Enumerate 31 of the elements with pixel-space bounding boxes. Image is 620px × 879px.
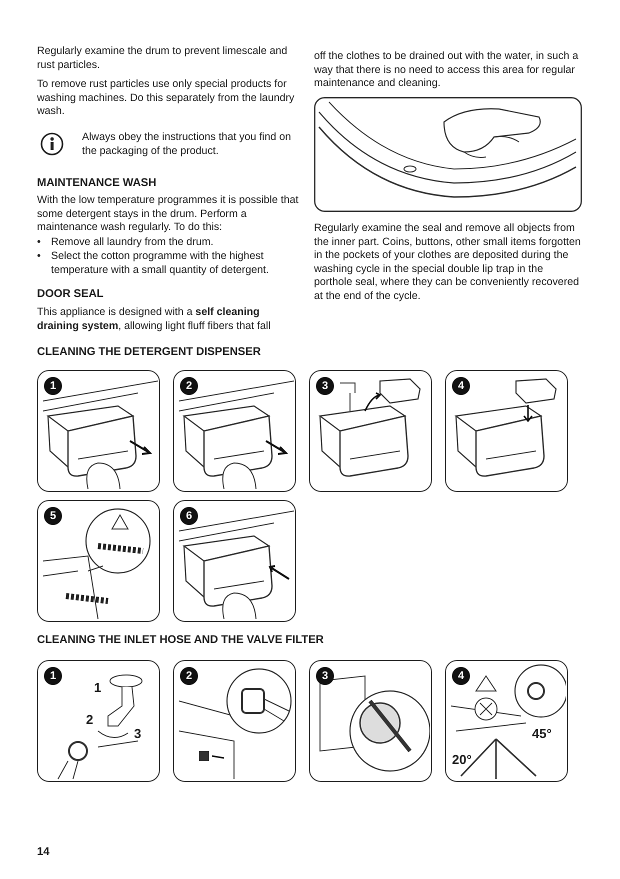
step-number: 4 xyxy=(452,667,470,685)
bullet-marker: • xyxy=(37,250,42,264)
note-text: Always obey the instructions that you find on the packaging of the product. xyxy=(82,131,292,158)
page-number: 14 xyxy=(37,846,50,860)
bullet-item: Remove all laundry from the drum. xyxy=(51,236,215,250)
callout-number: 2 xyxy=(86,713,94,727)
step-number: 2 xyxy=(180,377,198,395)
step-number: 6 xyxy=(180,507,198,525)
section-heading: DOOR SEAL xyxy=(37,288,105,302)
bullet-item: Select the cotton programme with the highest temperature with a small quantity of detergent. xyxy=(51,250,270,278)
body-text: To remove rust particles use only special products for washing machines. Do this separately from the laundry wash. xyxy=(37,78,296,119)
step-number: 3 xyxy=(316,377,334,395)
body-text: With the low temperature programmes it is possible that some detergent stays in the drum. Perform a maintenance wash regularly. To do this: xyxy=(37,194,300,235)
step-number: 2 xyxy=(180,667,198,685)
step-number: 4 xyxy=(452,377,470,395)
step-number: 1 xyxy=(44,377,62,395)
callout-number: 1 xyxy=(94,681,102,695)
bullet-marker: • xyxy=(37,236,42,250)
body-text: Regularly examine the seal and remove all objects from the inner part. Coins, buttons, other small items forgotten in the pockets of your clothes are deposited during the washing cycle in the special double lip trap in the porthole seal, where they can be conveniently recovered at the end of the cycle. xyxy=(314,222,582,304)
step-number: 5 xyxy=(44,507,62,525)
body-text: This appliance is designed with a self cleaning draining system, allowing light fluff fibers that fall xyxy=(37,306,272,334)
body-text: Regularly examine the drum to prevent limescale and rust particles. xyxy=(37,45,288,72)
angle-label: 20° xyxy=(452,753,472,767)
callout-number: 3 xyxy=(134,727,142,741)
angle-label: 45° xyxy=(532,727,552,741)
step-number: 1 xyxy=(44,667,62,685)
section-heading: CLEANING THE DETERGENT DISPENSER xyxy=(37,346,262,360)
section-heading: MAINTENANCE WASH xyxy=(37,177,158,191)
body-text: off the clothes to be drained out with the water, in such a way that there is no need to access this area for regular maintenance and cleaning. xyxy=(314,50,580,91)
step-number: 3 xyxy=(316,667,334,685)
section-heading: CLEANING THE INLET HOSE AND THE VALVE FILTER xyxy=(37,634,325,648)
